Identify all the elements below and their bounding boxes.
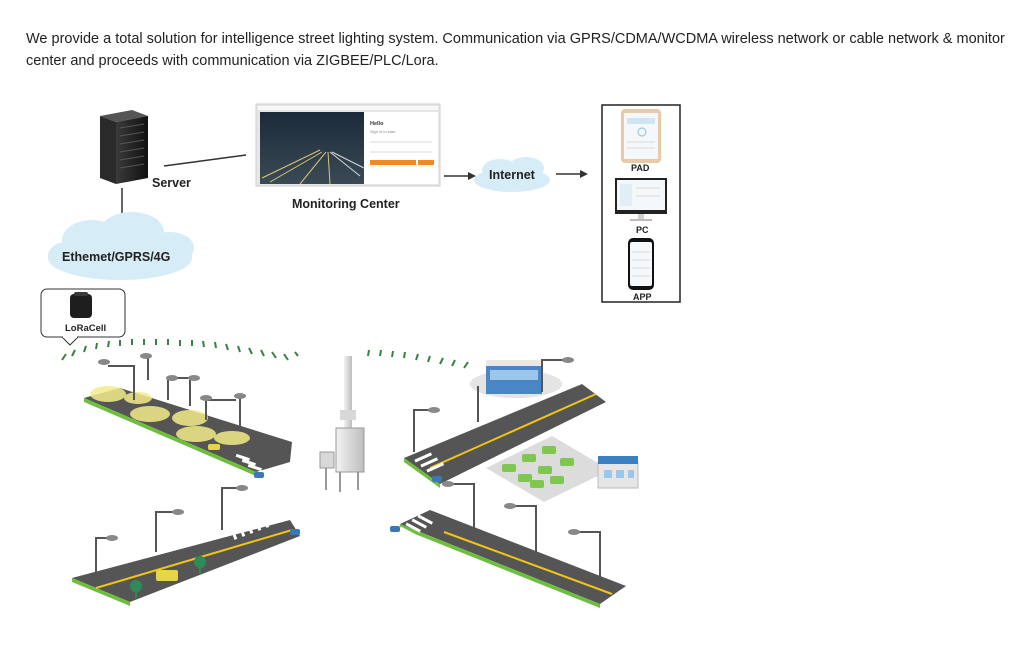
- link-server-monitor: [163, 154, 247, 167]
- login-button: [418, 160, 434, 165]
- car-icon: [254, 472, 264, 478]
- monitor-icon: [255, 103, 441, 187]
- road-right-lower: [390, 510, 626, 608]
- car-icon: [156, 570, 178, 581]
- road-upper-left: [84, 386, 292, 478]
- signal-arc-right: [367, 349, 469, 369]
- road-right-upper: [404, 384, 606, 488]
- building-icon: [470, 360, 562, 398]
- internet-label: Internet: [489, 168, 535, 182]
- internet-cloud-icon: [474, 157, 550, 192]
- parking-lot: [486, 436, 610, 502]
- street-lamp-icon: [413, 359, 566, 452]
- antenna-tower-icon: [319, 356, 365, 492]
- network-cloud-label: Ethemet/GPRS/4G: [62, 250, 171, 264]
- street-lamp-icon: [450, 483, 601, 580]
- intro-text: We provide a total solution for intellig…: [26, 28, 1006, 72]
- car-icon: [432, 476, 442, 482]
- intro-line-1: We provide a total solution for intellig…: [26, 31, 1005, 47]
- arrow-right-icon: [444, 172, 476, 180]
- car-icon: [208, 444, 220, 450]
- pc-label: PC: [636, 225, 649, 235]
- tablet-icon: [621, 109, 661, 163]
- login-card-title: Hello: [370, 121, 384, 127]
- signal-arc-left: [61, 339, 299, 361]
- smartphone-icon: [628, 238, 654, 290]
- pad-label: PAD: [631, 163, 650, 173]
- lora-gateway-icon: [70, 292, 92, 318]
- desktop-icon: [615, 178, 667, 221]
- login-card-subtitle: Sign in to start: [370, 129, 396, 134]
- building-icon: [597, 456, 639, 489]
- network-cloud-icon: [48, 212, 194, 280]
- monitoring-center-label: Monitoring Center: [292, 197, 400, 211]
- car-icon: [290, 529, 300, 535]
- server-rack-icon: [100, 110, 148, 184]
- intro-line-2: center and proceeds with communication v…: [26, 53, 439, 69]
- server-label: Server: [152, 176, 191, 190]
- tree-icon: [130, 556, 206, 598]
- road-lower-left: [72, 513, 300, 606]
- arrow-right-icon: [556, 170, 588, 178]
- car-icon: [390, 526, 400, 532]
- app-label: APP: [633, 292, 652, 302]
- lora-cell-label: LoRaCell: [65, 323, 107, 334]
